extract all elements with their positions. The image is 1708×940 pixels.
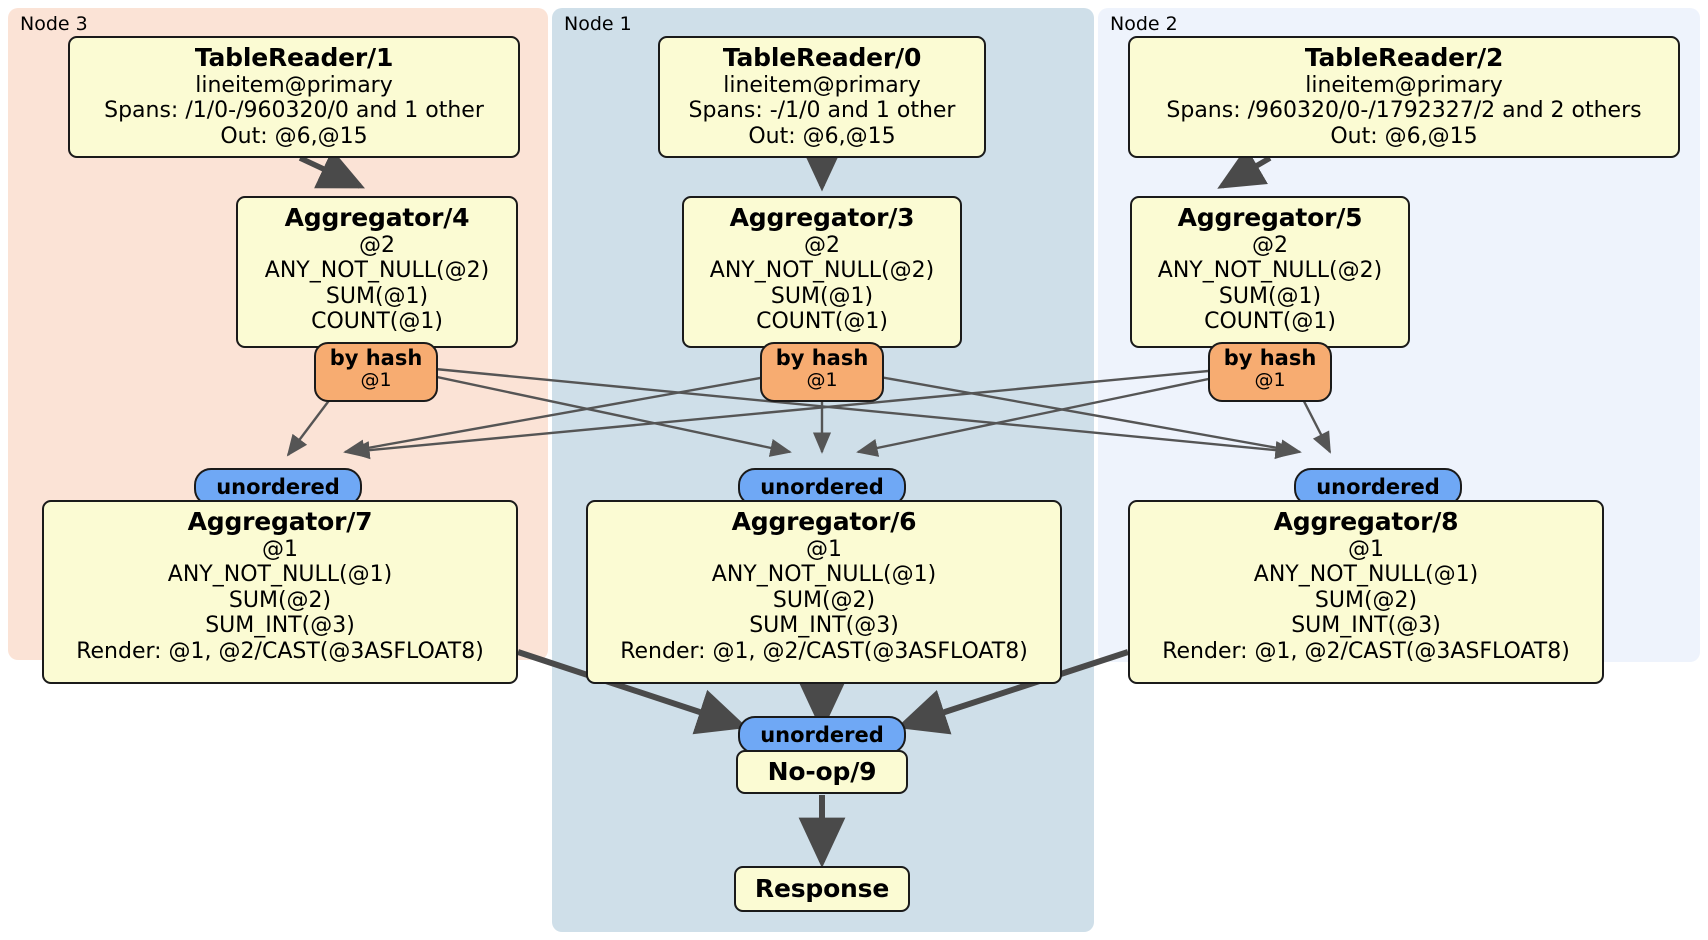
processor-aggregator-7[interactable]: Aggregator/7 @1 ANY_NOT_NULL(@1) SUM(@2)… xyxy=(42,500,518,684)
processor-line: SUM_INT(@3) xyxy=(1291,613,1441,639)
processor-line: COUNT(@1) xyxy=(1204,309,1336,335)
processor-title: Aggregator/6 xyxy=(731,507,917,536)
processor-line: ANY_NOT_NULL(@2) xyxy=(1157,258,1383,284)
processor-table-reader-0[interactable]: TableReader/0 lineitem@primary Spans: -/… xyxy=(658,36,986,158)
processor-line: Spans: -/1/0 and 1 other xyxy=(688,98,956,124)
processor-table-reader-1[interactable]: TableReader/1 lineitem@primary Spans: /1… xyxy=(68,36,520,158)
processor-title: TableReader/2 xyxy=(1304,43,1504,72)
processor-line: ANY_NOT_NULL(@1) xyxy=(711,562,937,588)
router-label: by hash xyxy=(1223,346,1317,370)
processor-line: @2 xyxy=(804,232,840,258)
processor-line: lineitem@primary xyxy=(195,72,393,98)
processor-line: SUM_INT(@3) xyxy=(749,613,899,639)
synchronizer-unordered-node1[interactable]: unordered xyxy=(738,468,906,506)
synchronizer-unordered-node3[interactable]: unordered xyxy=(194,468,362,506)
processor-line: Spans: /960320/0-/1792327/2 and 2 others xyxy=(1166,98,1642,124)
processor-aggregator-6[interactable]: Aggregator/6 @1 ANY_NOT_NULL(@1) SUM(@2)… xyxy=(586,500,1062,684)
node-panel-label-node3: Node 3 xyxy=(20,13,88,35)
processor-line: SUM(@1) xyxy=(770,283,874,309)
processor-line: ANY_NOT_NULL(@2) xyxy=(709,258,935,284)
processor-line: lineitem@primary xyxy=(1305,72,1503,98)
processor-title: Aggregator/4 xyxy=(284,203,470,232)
processor-line: @1 xyxy=(262,536,298,562)
processor-line: Out: @6,@15 xyxy=(748,123,896,149)
processor-title: Response xyxy=(754,873,890,903)
node-panel-label-node2: Node 2 xyxy=(1110,13,1178,35)
processor-title: Aggregator/8 xyxy=(1273,507,1459,536)
processor-line: Render: @1, @2/CAST(@3ASFLOAT8) xyxy=(1162,638,1570,664)
processor-line: ANY_NOT_NULL(@1) xyxy=(167,562,393,588)
processor-aggregator-4[interactable]: Aggregator/4 @2 ANY_NOT_NULL(@2) SUM(@1)… xyxy=(236,196,518,348)
processor-line: Out: @6,@15 xyxy=(1330,123,1478,149)
node-panel-label-node1: Node 1 xyxy=(564,13,632,35)
synchronizer-label: unordered xyxy=(760,474,884,499)
synchronizer-label: unordered xyxy=(216,474,340,499)
processor-line: SUM(@2) xyxy=(1314,587,1418,613)
processor-line: @2 xyxy=(1252,232,1288,258)
synchronizer-label: unordered xyxy=(1316,474,1440,499)
processor-line: Spans: /1/0-/960320/0 and 1 other xyxy=(104,98,484,124)
processor-line: @2 xyxy=(359,232,395,258)
processor-line: lineitem@primary xyxy=(723,72,921,98)
router-column: @1 xyxy=(1254,368,1286,391)
processor-line: COUNT(@1) xyxy=(311,309,443,335)
processor-title: Aggregator/7 xyxy=(187,507,373,536)
router-label: by hash xyxy=(329,346,423,370)
router-by-hash-node2[interactable]: by hash @1 xyxy=(1208,342,1332,402)
router-column: @1 xyxy=(360,368,392,391)
processor-line: @1 xyxy=(806,536,842,562)
router-by-hash-node1[interactable]: by hash @1 xyxy=(760,342,884,402)
processor-line: SUM(@2) xyxy=(228,587,332,613)
processor-line: Out: @6,@15 xyxy=(220,123,368,149)
processor-aggregator-5[interactable]: Aggregator/5 @2 ANY_NOT_NULL(@2) SUM(@1)… xyxy=(1130,196,1410,348)
processor-title: TableReader/1 xyxy=(194,43,394,72)
synchronizer-label: unordered xyxy=(760,722,884,747)
processor-line: ANY_NOT_NULL(@2) xyxy=(264,258,490,284)
processor-line: SUM(@1) xyxy=(1218,283,1322,309)
processor-title: No-op/9 xyxy=(767,756,877,786)
processor-line: SUM(@2) xyxy=(772,587,876,613)
router-by-hash-node3[interactable]: by hash @1 xyxy=(314,342,438,402)
processor-title: Aggregator/5 xyxy=(1177,203,1363,232)
processor-title: TableReader/0 xyxy=(722,43,922,72)
synchronizer-unordered-final[interactable]: unordered xyxy=(738,716,906,754)
processor-aggregator-8[interactable]: Aggregator/8 @1 ANY_NOT_NULL(@1) SUM(@2)… xyxy=(1128,500,1604,684)
processor-response[interactable]: Response xyxy=(734,866,910,912)
router-column: @1 xyxy=(806,368,838,391)
processor-title: Aggregator/3 xyxy=(729,203,915,232)
processor-line: SUM_INT(@3) xyxy=(205,613,355,639)
processor-line: SUM(@1) xyxy=(325,283,429,309)
processor-aggregator-3[interactable]: Aggregator/3 @2 ANY_NOT_NULL(@2) SUM(@1)… xyxy=(682,196,962,348)
processor-line: Render: @1, @2/CAST(@3ASFLOAT8) xyxy=(76,638,484,664)
router-label: by hash xyxy=(775,346,869,370)
processor-line: COUNT(@1) xyxy=(756,309,888,335)
processor-noop-9[interactable]: No-op/9 xyxy=(736,750,908,794)
processor-line: ANY_NOT_NULL(@1) xyxy=(1253,562,1479,588)
processor-line: @1 xyxy=(1348,536,1384,562)
processor-table-reader-2[interactable]: TableReader/2 lineitem@primary Spans: /9… xyxy=(1128,36,1680,158)
processor-line: Render: @1, @2/CAST(@3ASFLOAT8) xyxy=(620,638,1028,664)
